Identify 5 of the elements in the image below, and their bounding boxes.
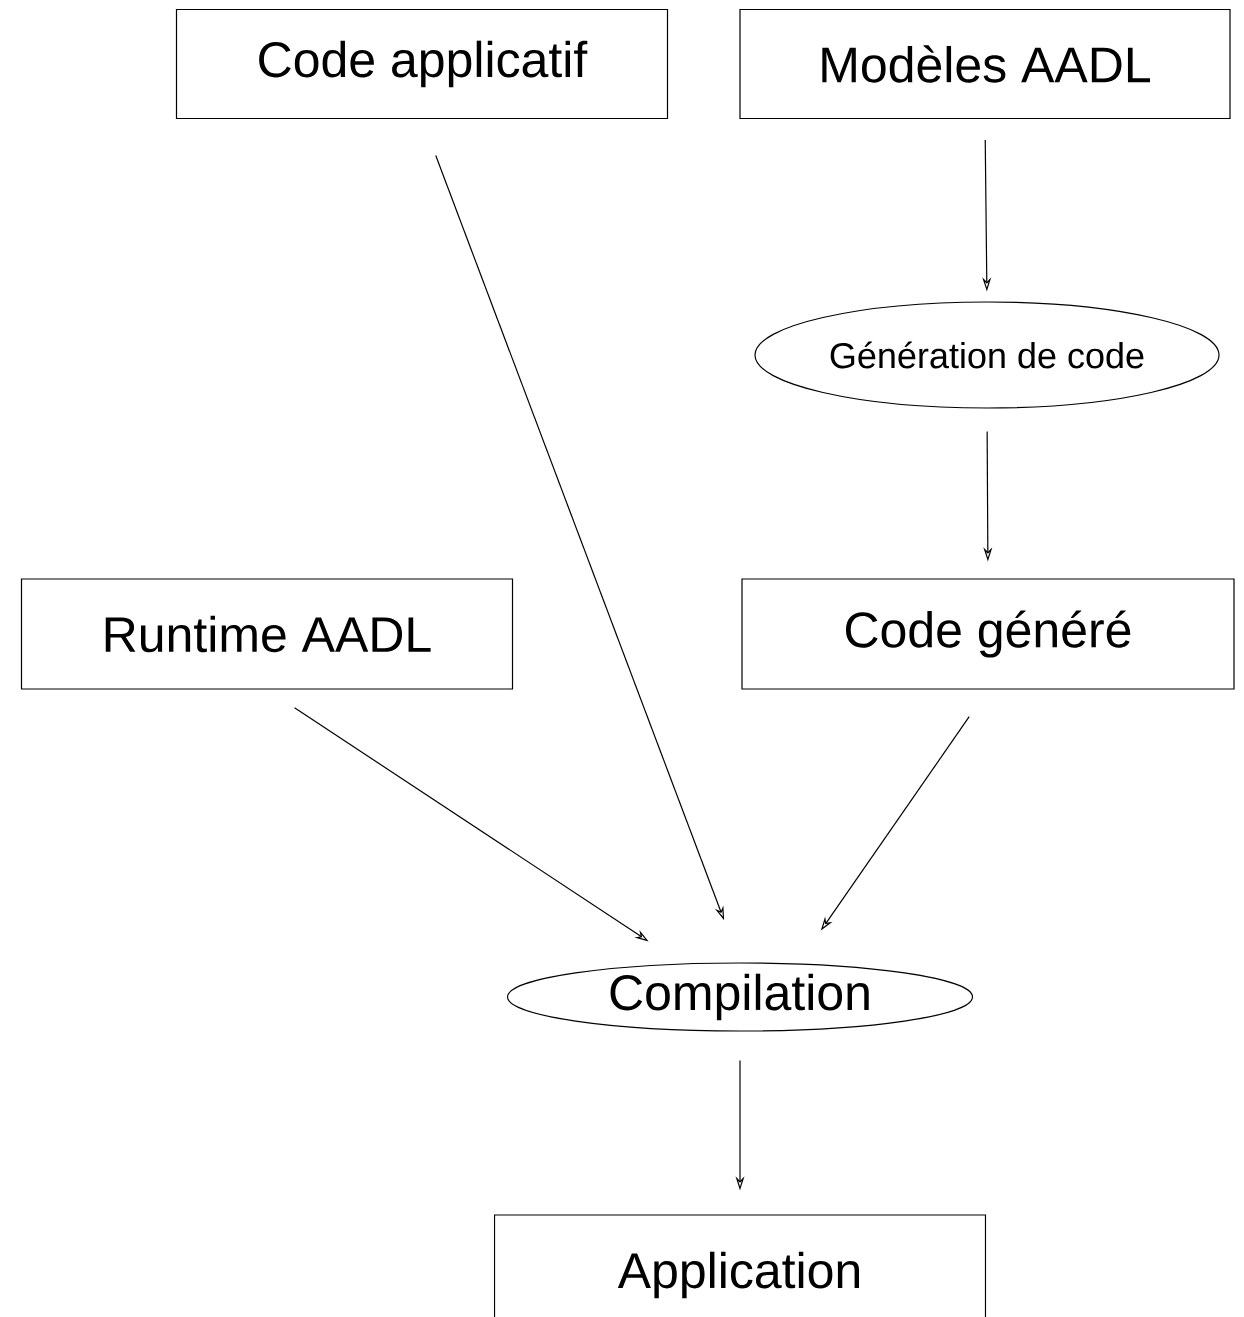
- process-box: Runtime AADL: [20, 578, 514, 690]
- process-box: Code applicatif: [175, 8, 669, 120]
- process-box: Modèles AADL: [739, 8, 1231, 120]
- process-box: Application: [493, 1214, 987, 1317]
- process-box: Code généré: [741, 578, 1235, 690]
